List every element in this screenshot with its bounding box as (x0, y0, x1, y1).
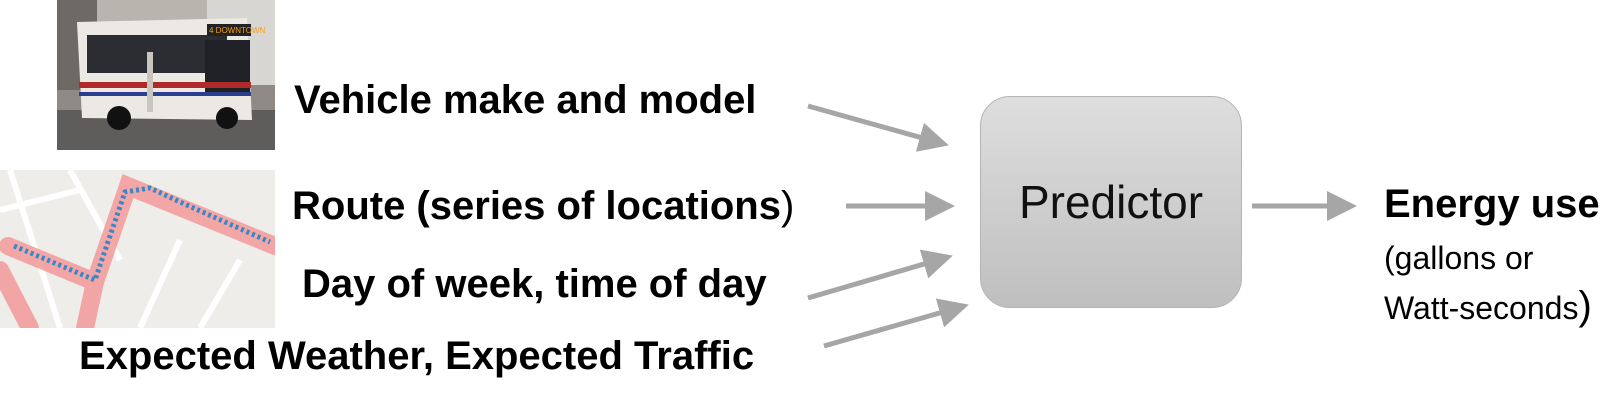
output-units-line2: Watt-seconds) (1384, 282, 1592, 332)
input-route-suffix: ) (780, 184, 795, 228)
bus-sign: 4 DOWNTOWN (209, 26, 266, 35)
predictor-box: Predictor (980, 96, 1242, 308)
bus-photo: 4 DOWNTOWN (57, 0, 275, 150)
arrow-weather-traffic (823, 298, 969, 349)
input-route: Route (series of locations) (292, 186, 794, 226)
input-weather-traffic-label: Expected Weather, Expected Traffic (79, 334, 755, 378)
input-weather-traffic: Expected Weather, Expected Traffic (79, 336, 754, 376)
output-units-line1: (gallons or (1384, 240, 1534, 276)
output-title: Energy use (1384, 182, 1600, 226)
output-units-line2-suffix: ) (1578, 284, 1592, 328)
input-vehicle-label: Vehicle make and model (294, 78, 757, 122)
route-map (0, 170, 275, 328)
output-units-line2-text: Watt-seconds (1384, 290, 1579, 326)
input-route-label: Route (series of locations (292, 184, 781, 228)
input-day-time: Day of week, time of day (302, 264, 767, 304)
predictor-label: Predictor (1018, 176, 1204, 228)
input-day-time-label: Day of week, time of day (302, 262, 767, 306)
output-units: (gallons or Watt-seconds) (1384, 234, 1592, 332)
input-vehicle: Vehicle make and model (294, 80, 756, 120)
arrow-day-time (807, 249, 953, 301)
arrow-vehicle (807, 103, 949, 152)
